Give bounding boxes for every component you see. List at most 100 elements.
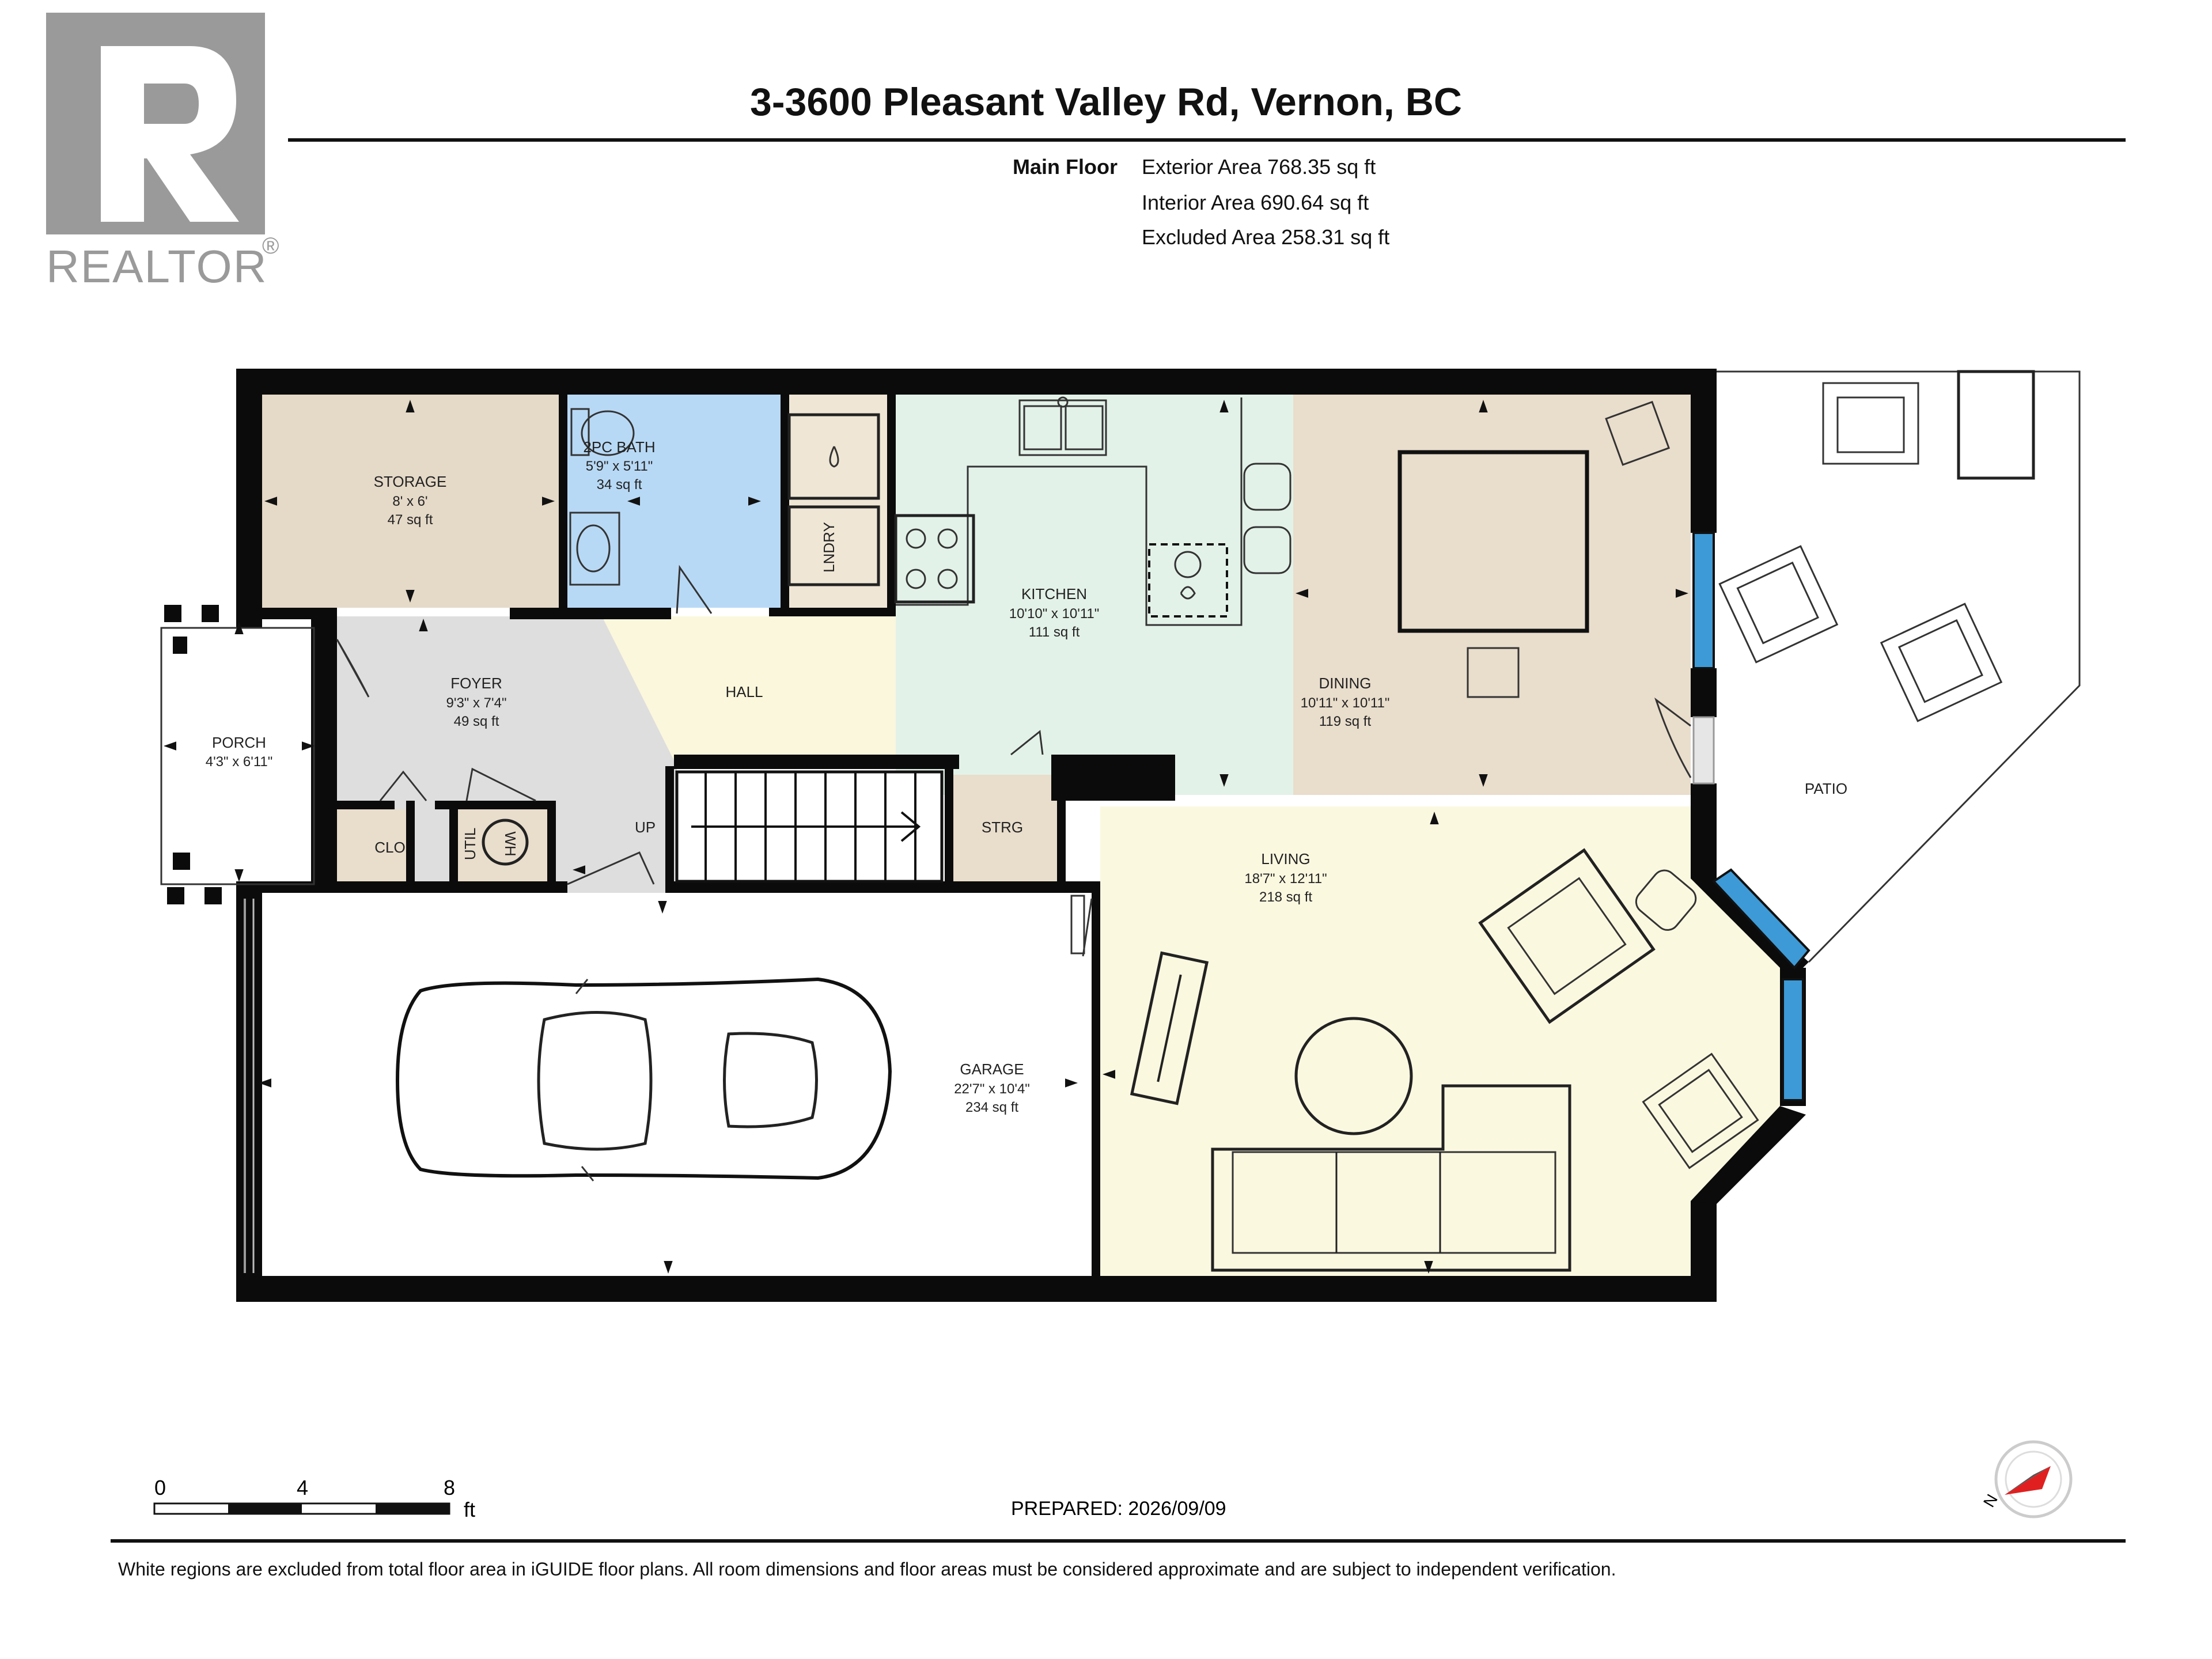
dining-fill: [1293, 395, 1691, 795]
side-table-icon: [1635, 869, 1697, 931]
patio-label: PATIO: [1805, 780, 1847, 797]
hall-label: HALL: [725, 683, 763, 700]
bath-area: 34 sq ft: [597, 477, 642, 493]
windows: [1692, 532, 1810, 1101]
prepared-date: PREPARED: 2026/09/09: [1011, 1498, 1226, 1520]
dimension-arrow-icon: [664, 1261, 673, 1274]
dimension-arrow-icon: [164, 741, 176, 751]
scale-bar: 0 4 8 ft: [153, 1476, 475, 1521]
registered-mark: ®: [262, 233, 279, 259]
compass-icon: N: [1980, 1440, 2073, 1518]
room-labels: STORAGE 8' x 6' 47 sq ft 2PC BATH 5'9" x…: [206, 438, 1847, 1115]
dining-dims: 10'11" x 10'11": [1301, 695, 1390, 711]
footer-rule: [111, 1539, 2126, 1543]
living-dims: 18'7" x 12'11": [1244, 871, 1327, 887]
hall-fill: [602, 616, 896, 760]
storage-fill: [262, 395, 559, 608]
kitchen-dims: 10'10" x 10'11": [1009, 606, 1100, 622]
storage-label: STORAGE: [374, 473, 447, 490]
up-label: UP: [635, 819, 656, 836]
dimension-arrows: [164, 400, 1688, 1274]
laundry-label: LNDRY: [820, 522, 838, 573]
laundry-fill: [789, 395, 887, 608]
dimension-arrow-icon: [234, 622, 244, 634]
dimension-arrow-icon: [542, 497, 555, 506]
water-heater-icon: [482, 819, 529, 866]
dimension-arrow-icon: [264, 497, 277, 506]
realtor-r-icon: [101, 46, 239, 222]
patio-chair-icon: [1718, 545, 1839, 664]
bath-dims: 5'9" x 5'11": [586, 459, 653, 474]
stove-icon: [894, 514, 975, 604]
excluded-area: Excluded Area 258.31 sq ft: [1142, 225, 1389, 249]
patio-chair-icon: [1880, 603, 2003, 722]
sectional-sofa-icon: [1211, 1084, 1571, 1272]
living-area: 218 sq ft: [1259, 889, 1312, 905]
realtor-wordmark: REALTOR: [46, 241, 267, 292]
util-label: UTIL: [461, 828, 479, 860]
bath-sink-icon: [569, 512, 620, 586]
disclaimer: White regions are excluded from total fl…: [118, 1559, 1616, 1580]
dimension-arrow-icon: [1479, 774, 1488, 787]
foyer-dims: 9'3" x 7'4": [446, 695, 507, 711]
toilet-icon: [570, 408, 635, 456]
porch-dims: 4'3" x 6'11": [206, 754, 273, 770]
porch-label: PORCH: [212, 734, 266, 751]
dimension-arrow-icon: [1296, 589, 1308, 598]
clo-label: CLO: [374, 839, 405, 856]
foyer-area: 49 sq ft: [454, 714, 499, 729]
tv-console-icon: [1130, 951, 1209, 1105]
dimension-arrow-icon: [259, 1078, 271, 1088]
scale-tick-8: 8: [444, 1476, 455, 1499]
walls: [164, 369, 1809, 1302]
coffee-table-icon: [1294, 1017, 1413, 1135]
interior-area: Interior Area 690.64 sq ft: [1142, 191, 1369, 214]
dimension-arrow-icon: [302, 741, 315, 751]
dimension-arrow-icon: [234, 869, 244, 882]
kitchen-area: 111 sq ft: [1029, 624, 1080, 640]
room-fills: [262, 395, 1780, 1276]
furniture: [395, 370, 2035, 1272]
dimension-arrow-icon: [406, 400, 415, 412]
bar-stool-icon: [1243, 463, 1291, 511]
patio-table-icon: [1957, 370, 2035, 480]
strg-label: STRG: [982, 819, 1023, 836]
car-icon: [395, 977, 892, 1181]
scale-tick-4: 4: [297, 1476, 308, 1499]
kitchen-sink-icon: [1018, 396, 1107, 456]
exterior-area: Exterior Area 768.35 sq ft: [1142, 155, 1376, 179]
island-sink-icon: [1148, 543, 1228, 618]
dining-area: 119 sq ft: [1319, 714, 1372, 729]
armchair-icon: [1478, 848, 1656, 1024]
kitchen-counter: [896, 397, 1243, 626]
washer-icon: [787, 413, 880, 500]
strg-fill: [945, 775, 1057, 884]
dimension-arrow-icon: [1676, 589, 1688, 598]
dimension-arrow-icon: [627, 497, 640, 506]
dimension-arrow-icon: [1430, 812, 1439, 824]
storage-area: 47 sq ft: [388, 512, 433, 528]
dining-label: DINING: [1319, 675, 1372, 692]
dimension-arrow-icon: [406, 590, 415, 603]
clo-fill: [337, 809, 406, 881]
dimension-arrow-icon: [658, 901, 667, 914]
armchair-icon: [1642, 1052, 1759, 1169]
garage-label: GARAGE: [960, 1060, 1024, 1078]
page-title: 3-3600 Pleasant Valley Rd, Vernon, BC: [750, 80, 1462, 124]
dimension-arrow-icon: [1219, 400, 1229, 412]
doors: [336, 565, 1692, 957]
wh-label: WH: [502, 831, 519, 856]
realtor-logo: REALTOR ®: [46, 13, 279, 292]
dimension-arrow-icon: [573, 865, 585, 874]
dimension-arrow-icon: [748, 497, 761, 506]
scale-tick-0: 0: [154, 1476, 166, 1499]
dimension-arrow-icon: [1219, 774, 1229, 787]
storage-dims: 8' x 6': [392, 494, 427, 509]
dimension-arrow-icon: [419, 619, 428, 631]
garage-area: 234 sq ft: [965, 1100, 1018, 1115]
patio-chair-icon: [1822, 382, 1919, 465]
dining-table-icon: [1397, 400, 1671, 698]
living-label: LIVING: [1261, 850, 1310, 868]
bath-fill: [567, 395, 781, 608]
